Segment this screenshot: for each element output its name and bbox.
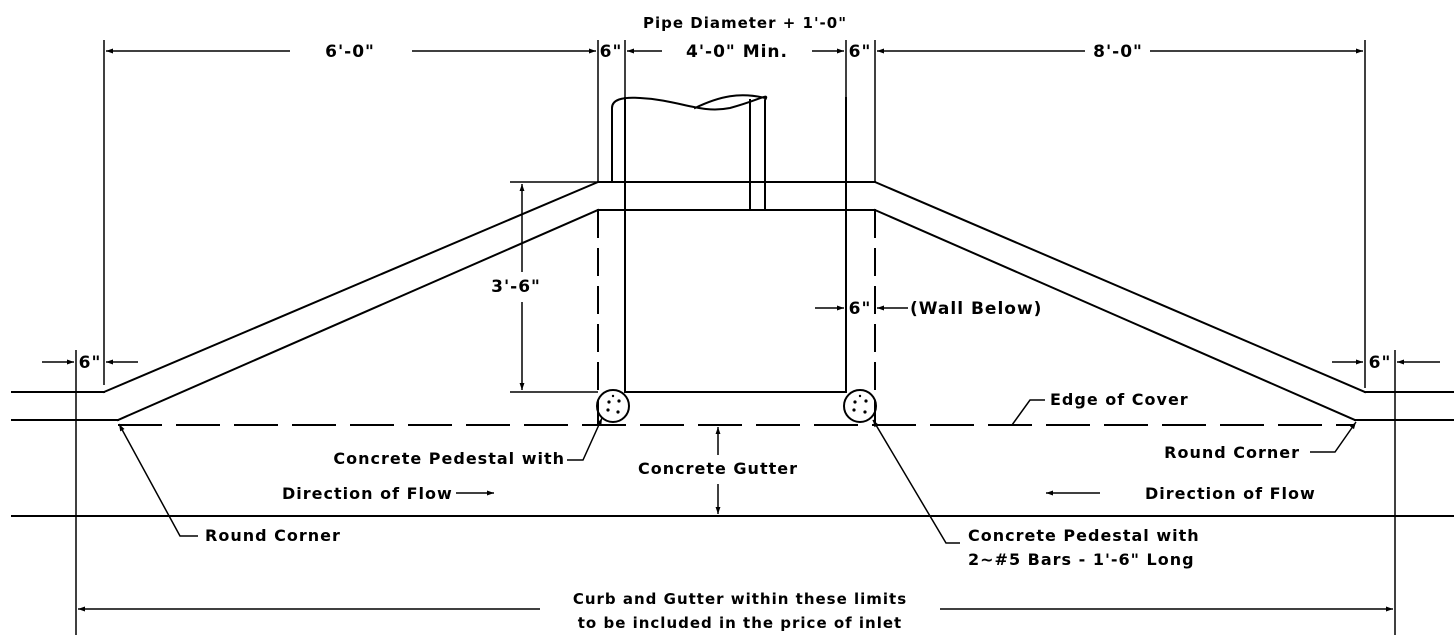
wall-below-note: (Wall Below) — [910, 299, 1042, 319]
right-wing-inner — [873, 208, 1357, 422]
pedestal-right-label-2: 2~#5 Bars - 1'-6" Long — [968, 550, 1195, 569]
min-width-dimension: 4'-0" Min. — [686, 42, 788, 62]
right-pedestal — [843, 389, 877, 423]
flow-right-label: Direction of Flow — [1145, 484, 1316, 503]
left-span-dimension: 6'-0" — [325, 42, 375, 62]
limits-label-2: to be included in the price of inlet — [578, 614, 902, 632]
edge-of-cover-label: Edge of Cover — [1050, 390, 1189, 409]
round-corner-left-leader — [118, 423, 198, 537]
right-curb-dimension: 6" — [1369, 353, 1392, 373]
right-wall-dimension: 6" — [849, 42, 872, 62]
left-wall-dimension: 6" — [600, 42, 623, 62]
pipe-outline — [611, 95, 768, 211]
pipe-break-curve — [693, 94, 767, 110]
round-corner-left-label: Round Corner — [205, 526, 341, 545]
left-wing-inner — [116, 208, 600, 422]
left-wing-outer — [102, 180, 600, 394]
limits-label-1: Curb and Gutter within these limits — [573, 590, 907, 608]
edge-of-cover-leader — [1011, 399, 1045, 426]
pipe-diameter-label: Pipe Diameter + 1'-0" — [643, 14, 847, 32]
left-curb-dimension: 6" — [79, 353, 102, 373]
right-wing-outer — [873, 180, 1367, 394]
pedestal-left-label: Concrete Pedestal with — [333, 449, 565, 468]
round-corner-right-label: Round Corner — [1164, 443, 1300, 462]
round-corner-right-leader — [1310, 421, 1357, 453]
wall-below-dimension: 6" — [849, 299, 872, 319]
height-dimension: 3'-6" — [491, 277, 541, 297]
pedestal-right-label-1: Concrete Pedestal with — [968, 526, 1200, 545]
right-span-dimension: 8'-0" — [1093, 42, 1143, 62]
pedestal-right-leader — [872, 419, 960, 544]
left-pedestal — [596, 389, 630, 423]
pedestal-left-leader — [567, 417, 603, 461]
concrete-gutter-label: Concrete Gutter — [638, 459, 798, 478]
flow-left-label: Direction of Flow — [282, 484, 453, 503]
